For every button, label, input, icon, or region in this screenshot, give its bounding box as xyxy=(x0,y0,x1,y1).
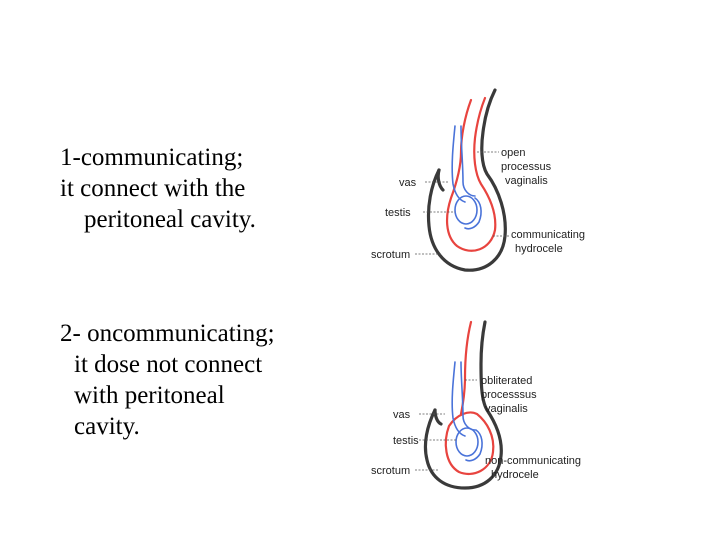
testis-label: testis xyxy=(393,435,419,447)
vas-deferens xyxy=(451,361,466,437)
item2-line2: it dose not connect xyxy=(74,351,263,378)
item2-line4: cavity. xyxy=(74,413,140,440)
epididymis xyxy=(464,197,482,230)
processus-label-3: vaginalis xyxy=(505,175,548,187)
processus-label-2: processsus xyxy=(481,389,537,401)
hydrocele-label-1: communicating xyxy=(511,229,585,241)
inner-skin-line xyxy=(433,408,443,426)
communicating-hydrocele-diagram: vas testis scrotum open processus vagina… xyxy=(371,88,585,272)
hydrocele-label-2: hydrocele xyxy=(515,243,563,255)
item2-line3: with peritoneal xyxy=(74,382,225,409)
hydrocele-sac xyxy=(444,411,495,476)
vas-label: vas xyxy=(393,409,411,421)
item1-line2: it connect with the xyxy=(60,175,246,202)
processus-label-1: obliterated xyxy=(481,375,532,387)
processus-label-1: open xyxy=(501,147,525,159)
hydrocele-label-2: hydrocele xyxy=(491,469,539,481)
testis-shape xyxy=(455,427,479,457)
testis-label: testis xyxy=(385,207,411,219)
item1-heading: 1-communicating; xyxy=(60,144,244,171)
epididymis xyxy=(465,429,483,462)
processus-label-3: vaginalis xyxy=(485,403,528,415)
scrotum-outline xyxy=(423,320,503,490)
noncommunicating-hydrocele-diagram: vas testis scrotum obliterated processsu… xyxy=(371,320,581,490)
vas-deferens-2 xyxy=(460,125,476,197)
item1-line3: peritoneal cavity. xyxy=(84,206,256,233)
vas-deferens xyxy=(451,125,466,203)
item-noncommunicating: 2- oncommunicating; it dose not connect … xyxy=(60,318,350,442)
testis-shape xyxy=(454,195,478,225)
processus-vaginalis xyxy=(445,96,497,252)
item-communicating: 1-communicating; it connect with the per… xyxy=(60,142,350,235)
processus-label-2: processus xyxy=(501,161,552,173)
item2-heading: 2- oncommunicating; xyxy=(60,320,275,347)
scrotum-label: scrotum xyxy=(371,249,410,261)
hydrocele-label-1: non-communicating xyxy=(485,455,581,467)
inner-skin-line xyxy=(436,168,445,192)
scrotum-label: scrotum xyxy=(371,465,410,477)
vas-deferens-2 xyxy=(460,361,476,431)
vas-label: vas xyxy=(399,177,417,189)
